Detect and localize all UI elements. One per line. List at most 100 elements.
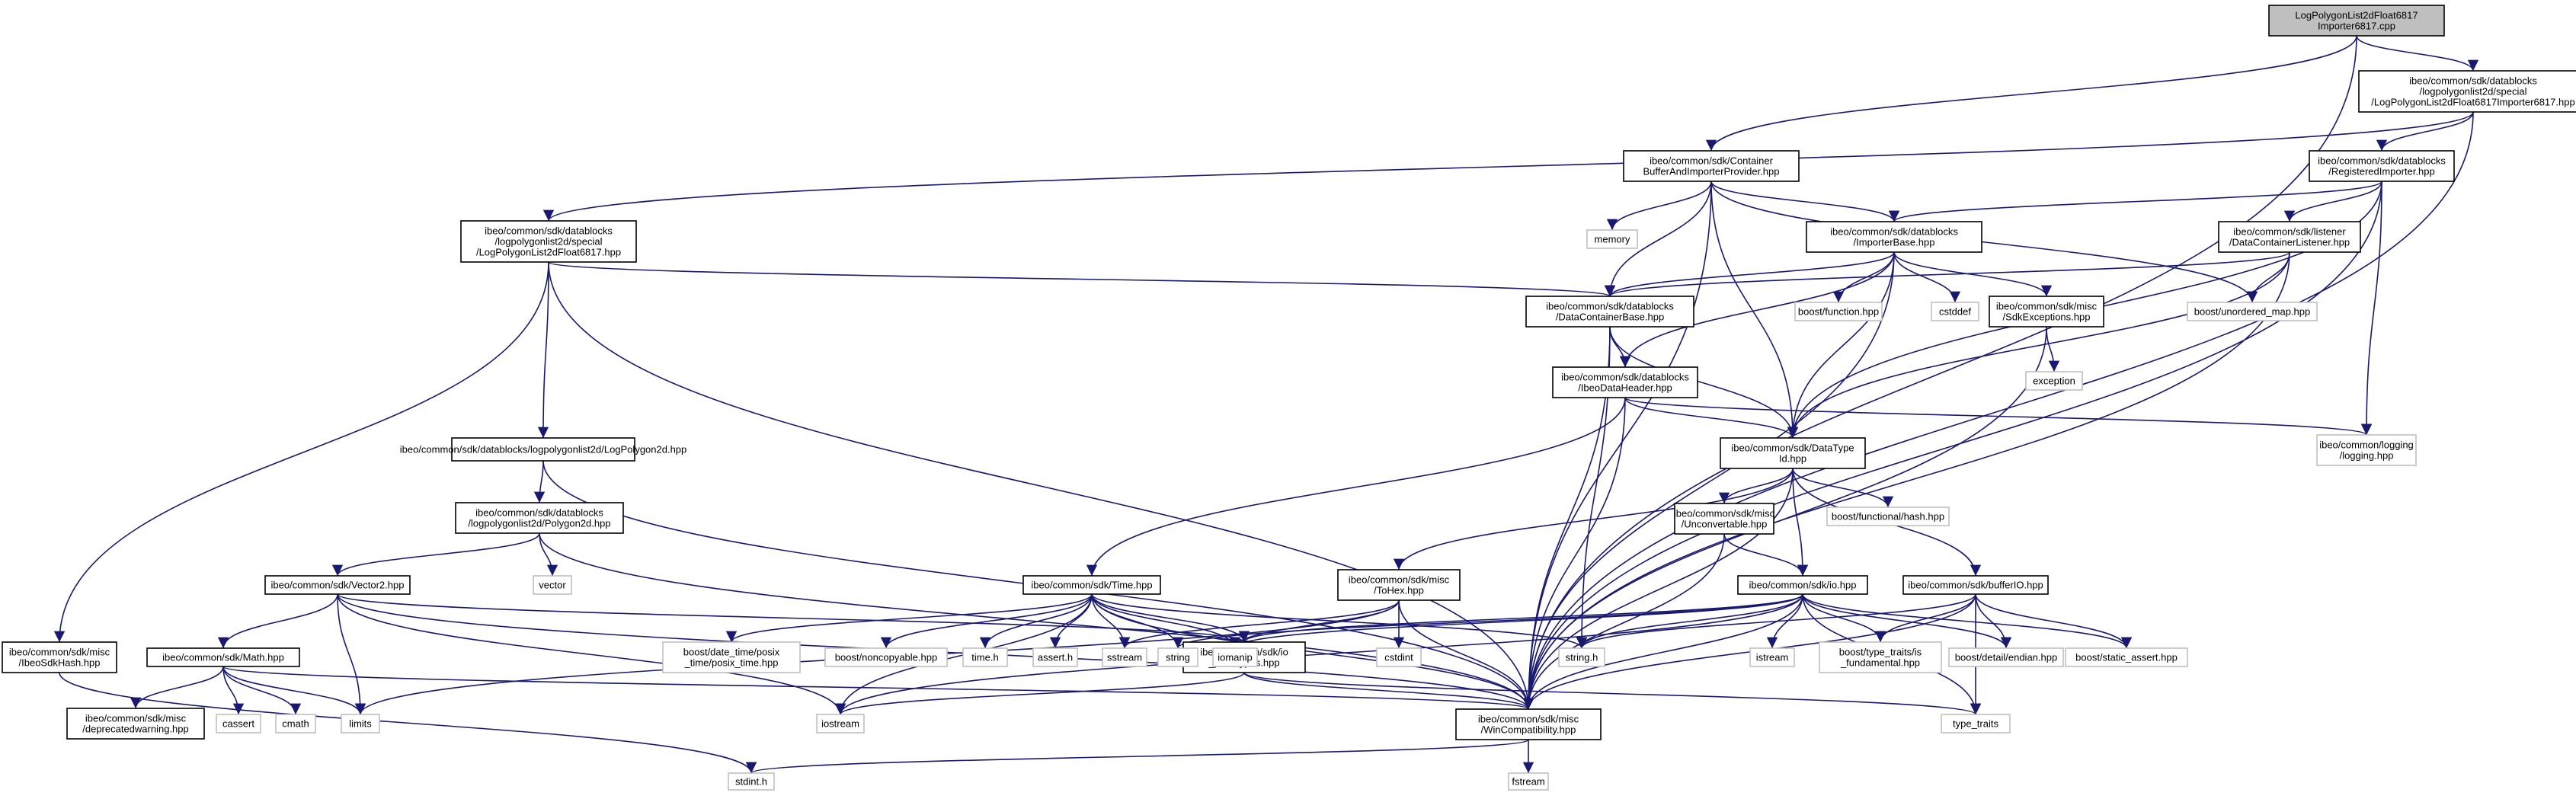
edge-vector2-to-io_prototypes: [337, 593, 1250, 643]
node-boost_endian[interactable]: boost/detail/endian.hpp: [1948, 647, 2064, 667]
edge-io_hpp-to-boost_endian: [1802, 593, 2012, 649]
edge-tohex-to-sstream: [1118, 599, 1400, 649]
node-label-polygon2d-1: /logpolygonlist2d/Polygon2d.hpp: [468, 518, 610, 529]
edge-dc_base-to-datatype_id: [1609, 326, 1799, 439]
node-cmath[interactable]: cmath: [275, 714, 316, 733]
node-ibeo_data_header[interactable]: ibeo/common/sdk/datablocks/IbeoDataHeade…: [1552, 366, 1698, 398]
edge-dc_listener-to-datatype_id: [1787, 251, 2290, 439]
node-label-datatype_id-0: ibeo/common/sdk/DataType: [1731, 443, 1854, 454]
node-box-polygon2d: [455, 502, 624, 534]
node-string[interactable]: string: [1157, 647, 1198, 667]
node-iomanip[interactable]: iomanip: [1212, 647, 1258, 667]
node-boost_static_assert[interactable]: boost/static_assert.hpp: [2065, 647, 2188, 667]
node-box-boost_noncopyable: [824, 647, 948, 667]
node-boost_unordered[interactable]: boost/unordered_map.hpp: [2187, 302, 2318, 321]
node-lplf6817[interactable]: ibeo/common/sdk/datablocks/logpolygonlis…: [460, 220, 637, 263]
edge-sdk_exceptions-to-exception: [2046, 326, 2060, 372]
node-label-win_compat-1: /WinCompatibility.hpp: [1481, 724, 1576, 736]
node-boost_type_traits[interactable]: boost/type_traits/is_fundamental.hpp: [1819, 641, 1942, 673]
edge-importer_base-to-datatype_id: [1787, 251, 1895, 439]
node-label-time_hpp-0: ibeo/common/sdk/Time.hpp: [1031, 580, 1152, 591]
edge-dc_listener-to-dc_base: [1605, 251, 2290, 297]
node-memory[interactable]: memory: [1586, 229, 1638, 249]
node-cassert[interactable]: cassert: [216, 714, 261, 733]
edge-time_hpp-to-boost_posix: [726, 593, 1093, 643]
node-istream[interactable]: istream: [1749, 647, 1795, 667]
edge-bufferio-to-boost_endian: [1975, 593, 2012, 649]
node-bufferio[interactable]: ibeo/common/sdk/bufferIO.hpp: [1902, 575, 2049, 595]
node-polygon2d[interactable]: ibeo/common/sdk/datablocks/logpolygonlis…: [455, 502, 624, 534]
node-logpolygon2d[interactable]: ibeo/common/sdk/datablocks/logpolygonlis…: [400, 437, 687, 462]
node-label-root-0: LogPolygonList2dFloat6817: [2295, 10, 2418, 21]
node-exception[interactable]: exception: [2025, 371, 2083, 391]
edge-io_hpp-to-iostream: [835, 593, 1803, 715]
node-math_hpp[interactable]: ibeo/common/sdk/Math.hpp: [146, 647, 300, 667]
edge-datatype_id-to-boost_functional_hash: [1792, 468, 1894, 508]
node-label-logpolygon2d-0: ibeo/common/sdk/datablocks/logpolygonlis…: [400, 444, 687, 455]
node-vector[interactable]: vector: [533, 575, 572, 595]
node-unconvertable[interactable]: ibeo/common/sdk/misc/Unconvertable.hpp: [1674, 503, 1775, 535]
edge-datatype_id-to-io_hpp: [1792, 468, 1809, 577]
node-win_compat[interactable]: ibeo/common/sdk/misc/WinCompatibility.hp…: [1455, 708, 1602, 740]
node-label-sstream-0: sstream: [1107, 652, 1142, 663]
node-time_h[interactable]: time.h: [962, 647, 1008, 667]
edge-vector2-to-iostream: [337, 593, 846, 715]
node-label-registered_importer-0: ibeo/common/sdk/datablocks: [2318, 155, 2446, 167]
node-importer_hpp[interactable]: ibeo/common/sdk/datablocks/logpolygonlis…: [2358, 70, 2576, 113]
node-root[interactable]: LogPolygonList2dFloat6817Importer6817.cp…: [2268, 5, 2445, 37]
node-boost_function[interactable]: boost/function.hpp: [1794, 302, 1883, 321]
node-box-vector: [533, 575, 572, 595]
edge-sdk_exceptions-to-win_compat: [1522, 326, 2047, 710]
node-label-sdk_exceptions-0: ibeo/common/sdk/misc: [1996, 301, 2098, 312]
node-dc_listener[interactable]: ibeo/common/sdk/listener/DataContainerLi…: [2218, 221, 2361, 253]
edge-polygon2d-to-vector: [539, 532, 558, 577]
node-sstream[interactable]: sstream: [1102, 647, 1147, 667]
node-container_buffer[interactable]: ibeo/common/sdk/ContainerBufferAndImport…: [1623, 150, 1800, 182]
node-assert_h[interactable]: assert.h: [1032, 647, 1078, 667]
node-box-string: [1157, 647, 1198, 667]
node-type_traits[interactable]: type_traits: [1941, 714, 2011, 733]
edge-ibeo_data_header-to-time_hpp: [1086, 397, 1626, 577]
edge-registered_importer-to-dc_listener: [2283, 181, 2382, 222]
node-label-root-1: Importer6817.cpp: [2318, 21, 2395, 32]
edge-container_buffer-to-dc_base: [1604, 181, 1712, 297]
node-iostream[interactable]: iostream: [816, 714, 865, 733]
edge-vector2-to-math_hpp: [217, 593, 338, 649]
edge-container_buffer-to-datatype_id: [1710, 181, 1799, 439]
node-limits[interactable]: limits: [341, 714, 380, 733]
edge-time_hpp-to-iomanip: [1091, 593, 1241, 649]
node-tohex[interactable]: ibeo/common/sdk/misc/ToHex.hpp: [1337, 569, 1461, 601]
node-importer_base[interactable]: ibeo/common/sdk/datablocks/ImporterBase.…: [1806, 221, 1982, 253]
node-box-boost_endian: [1948, 647, 2064, 667]
node-box-istream: [1749, 647, 1795, 667]
node-label-string_h-0: string.h: [1566, 652, 1598, 663]
node-registered_importer[interactable]: ibeo/common/sdk/datablocks/RegisteredImp…: [2309, 150, 2455, 182]
node-fstream[interactable]: fstream: [1508, 772, 1549, 791]
edge-io_prototypes-to-iostream: [835, 672, 1245, 715]
edge-importer_base-to-dc_base: [1604, 251, 1895, 297]
node-sdk_exceptions[interactable]: ibeo/common/sdk/misc/SdkExceptions.hpp: [1989, 296, 2104, 328]
node-logging[interactable]: ibeo/common/logging/logging.hpp: [2316, 434, 2417, 466]
node-boost_functional_hash[interactable]: boost/functional/hash.hpp: [1826, 507, 1950, 526]
edge-ibeo_data_header-to-datatype_id: [1624, 397, 1799, 439]
node-io_hpp[interactable]: ibeo/common/sdk/io.hpp: [1737, 575, 1868, 595]
node-cstddef[interactable]: cstddef: [1931, 302, 1979, 321]
node-time_hpp[interactable]: ibeo/common/sdk/Time.hpp: [1022, 575, 1161, 595]
node-label-sdk_exceptions-1: /SdkExceptions.hpp: [2003, 312, 2091, 323]
node-vector2[interactable]: ibeo/common/sdk/Vector2.hpp: [264, 575, 411, 595]
node-string_h[interactable]: string.h: [1558, 647, 1605, 667]
node-box-cstdint: [1376, 647, 1422, 667]
node-boost_posix[interactable]: boost/date_time/posix_time/posix_time.hp…: [662, 641, 801, 673]
node-dc_base[interactable]: ibeo/common/sdk/datablocks/DataContainer…: [1525, 296, 1694, 328]
node-stdint_h[interactable]: stdint.h: [728, 772, 775, 791]
node-boost_noncopyable[interactable]: boost/noncopyable.hpp: [824, 647, 948, 667]
node-deprecated_warning[interactable]: ibeo/common/sdk/misc/deprecatedwarning.h…: [66, 708, 205, 740]
node-cstdint[interactable]: cstdint: [1376, 647, 1422, 667]
node-box-lplf6817: [460, 220, 637, 263]
node-ibeo_sdk_hash[interactable]: ibeo/common/sdk/misc/IbeoSdkHash.hpp: [2, 641, 117, 673]
node-label-ibeo_data_header-0: ibeo/common/sdk/datablocks: [1561, 372, 1689, 383]
node-label-ibeo_sdk_hash-1: /IbeoSdkHash.hpp: [19, 657, 101, 669]
edge-dc_base-to-ibeo_data_header: [1609, 326, 1631, 368]
edge-importer_base-to-cstddef: [1893, 251, 1961, 303]
